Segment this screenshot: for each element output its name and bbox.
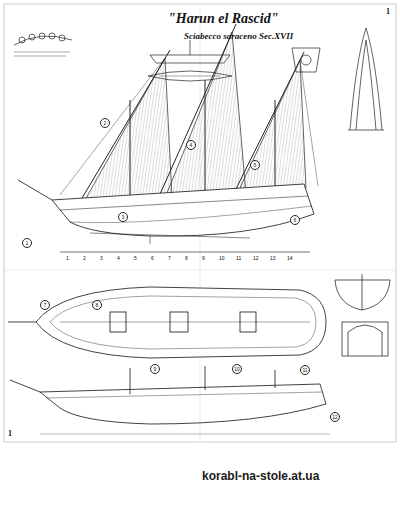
callout-number: 3	[118, 212, 128, 222]
station-number: 7	[168, 256, 171, 261]
station-number: 13	[270, 256, 276, 261]
station-number: 3	[100, 256, 103, 261]
callout-number: 8	[92, 300, 102, 310]
station-number: 1	[66, 256, 69, 261]
station-number: 12	[253, 256, 259, 261]
callout-number: 11	[300, 365, 310, 375]
station-number: 2	[83, 256, 86, 261]
callout-number: 2	[100, 118, 110, 128]
station-number: 5	[134, 256, 137, 261]
station-number: 8	[185, 256, 188, 261]
station-number: 6	[151, 256, 154, 261]
callout-number: 6	[290, 215, 300, 225]
station-number: 11	[236, 256, 241, 261]
callout-number: 12	[330, 412, 340, 422]
callout-number: 4	[186, 140, 196, 150]
station-number: 10	[219, 256, 225, 261]
deck-plan	[8, 287, 326, 358]
hull-profile	[18, 180, 314, 252]
callout-number: 9	[150, 364, 160, 374]
plan-title: "Harun el Rascid"	[168, 12, 278, 26]
sheet-number: 1	[386, 8, 390, 16]
callout-number: 10	[232, 364, 242, 374]
cross-section	[335, 274, 390, 356]
sheet-number: 1	[8, 430, 12, 438]
station-number: 9	[202, 256, 205, 261]
stern-detail	[292, 28, 384, 130]
station-number: 14	[287, 256, 293, 261]
subtitle: Sciabecco saraceno Sec.XVII	[184, 32, 293, 41]
callout-number: 5	[250, 160, 260, 170]
callout-number: 1	[22, 238, 32, 248]
hull-inboard-profile	[10, 366, 330, 434]
watermark: korabl-na-stole.at.ua	[202, 470, 319, 482]
callout-number: 7	[40, 300, 50, 310]
rope-detail	[14, 33, 72, 56]
station-number: 4	[117, 256, 120, 261]
